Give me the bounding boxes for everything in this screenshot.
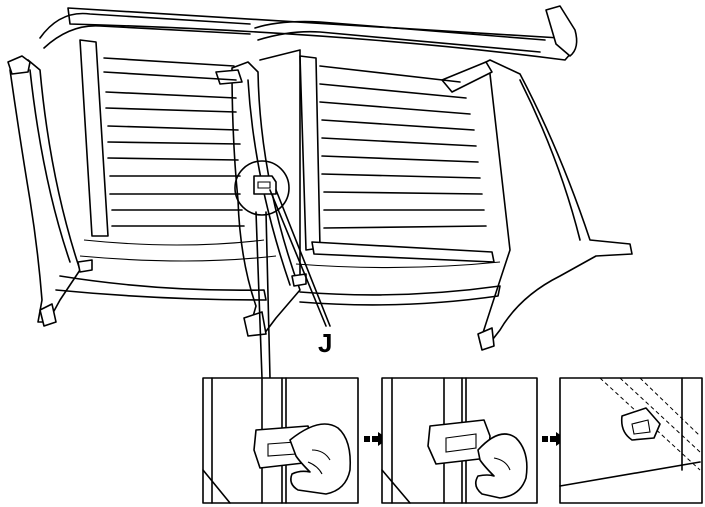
seat-slats-right <box>295 55 501 269</box>
right-end-frame <box>449 59 633 349</box>
bench-assembly <box>7 5 633 351</box>
hand-icon-step-2 <box>474 433 528 499</box>
hand-icon-step-1 <box>289 423 352 495</box>
bench-top-rail <box>67 7 574 61</box>
front-skirt-left <box>55 275 267 301</box>
seat-slats-left <box>79 39 277 262</box>
clip-j-small <box>253 175 277 195</box>
left-end-frame <box>9 59 81 323</box>
end-post-right <box>545 5 578 57</box>
callout-j: J <box>234 160 332 379</box>
step-panel-3-frame <box>559 377 703 504</box>
front-skirt-right <box>299 285 501 306</box>
middle-frame <box>231 61 301 335</box>
step-panel-3 <box>559 377 703 504</box>
label-j: J <box>318 328 332 358</box>
step-panel-1 <box>202 377 359 504</box>
callout-circle <box>234 160 290 216</box>
step-panel-2 <box>381 377 538 504</box>
